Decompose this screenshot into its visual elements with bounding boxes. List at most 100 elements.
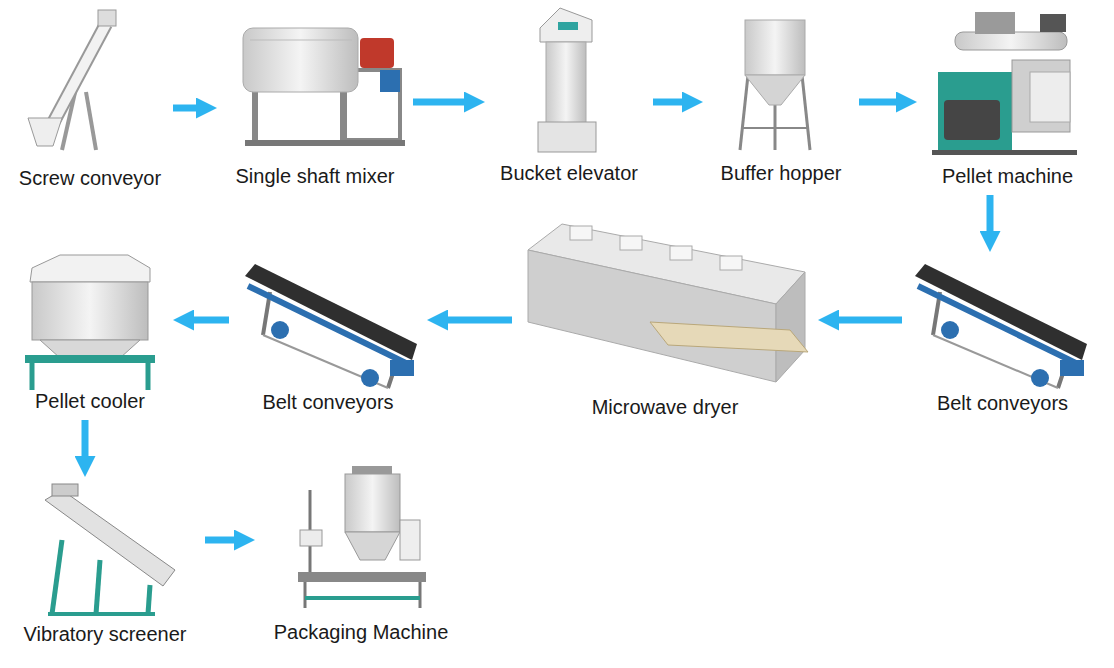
pellet-cooler-picture-part xyxy=(30,362,35,390)
packaging-machine-picture-part xyxy=(345,532,400,560)
machine-node: Buffer hopper xyxy=(706,5,856,189)
pellet-cooler-picture-part xyxy=(25,355,155,363)
vibratory-screener-picture xyxy=(45,484,175,614)
pellet-cooler-picture-part xyxy=(30,255,150,282)
packaging-machine-picture-part xyxy=(352,466,392,474)
flow-arrow xyxy=(859,99,896,106)
pellet-machine-picture-part xyxy=(955,32,1067,50)
belt-conveyor-picture-part xyxy=(245,264,417,388)
bucket-elevator-picture-part xyxy=(546,42,586,127)
vibratory-screener-picture-part xyxy=(52,484,78,496)
mixer-picture xyxy=(243,28,405,146)
machine-node: Belt conveyors xyxy=(905,255,1100,419)
screw-conveyor-picture-part xyxy=(98,10,116,26)
pellet-machine-picture-part xyxy=(1030,72,1070,122)
machine-label: Microwave dryer xyxy=(590,395,741,419)
machine-label: Screw conveyor xyxy=(17,166,163,190)
machine-label: Pellet cooler xyxy=(33,389,147,413)
microwave-dryer-picture-part xyxy=(720,256,742,270)
microwave-dryer-picture xyxy=(528,224,808,382)
machine-node: Pellet cooler xyxy=(10,250,170,417)
pellet-machine-picture-part xyxy=(932,150,1077,155)
machine-node: Single shaft mixer xyxy=(220,5,410,192)
mixer-picture-part xyxy=(360,38,394,68)
mixer-picture-part xyxy=(252,90,258,145)
belt-conveyor-picture xyxy=(245,264,417,388)
machine-label: Belt conveyors xyxy=(260,390,395,414)
machine-label: Single shaft mixer xyxy=(234,164,397,188)
vibratory-screener-picture-part xyxy=(48,612,155,616)
pellet-cooler-picture-part xyxy=(32,282,148,340)
buffer-hopper-picture-part xyxy=(802,75,810,150)
pellet-machine-picture-part xyxy=(1012,60,1070,132)
machine-label: Packaging Machine xyxy=(272,620,451,644)
packaging-machine-picture-part xyxy=(300,530,322,546)
mixer-picture-part xyxy=(250,40,352,41)
machine-label: Belt conveyors xyxy=(935,391,1070,415)
buffer-hopper-picture-part xyxy=(742,127,808,129)
bucket-elevator-picture-part xyxy=(538,122,596,152)
vibratory-screener-picture-part xyxy=(148,585,150,614)
packaging-machine-picture-part xyxy=(304,582,307,608)
machine-node: Packaging Machine xyxy=(258,458,464,648)
machine-label: Bucket elevator xyxy=(498,161,640,185)
packaging-machine-picture-part xyxy=(305,596,420,600)
screw-conveyor-picture xyxy=(28,10,116,150)
belt-conveyor-picture-part xyxy=(915,264,1087,388)
microwave-dryer-picture-part xyxy=(620,236,642,250)
bucket-elevator-picture xyxy=(538,8,596,152)
microwave-dryer-picture-part xyxy=(670,246,692,260)
buffer-hopper-picture-part xyxy=(740,75,748,150)
machine-label: Vibratory screener xyxy=(21,622,188,646)
screw-conveyor-picture-part xyxy=(86,92,96,150)
buffer-hopper-picture-part xyxy=(745,20,805,75)
flow-arrow xyxy=(839,317,902,324)
microwave-dryer-picture-part xyxy=(528,250,776,382)
pellet-machine-picture-part xyxy=(1040,14,1066,32)
machine-node: Bucket elevator xyxy=(488,5,650,189)
microwave-dryer-picture-part xyxy=(650,322,808,352)
flow-arrow xyxy=(987,195,994,231)
flow-arrow xyxy=(82,420,89,456)
mixer-picture-part xyxy=(245,140,405,146)
flow-arrow xyxy=(205,537,234,544)
flow-arrow xyxy=(173,105,196,112)
pellet-machine-picture-part xyxy=(938,72,1012,152)
machine-node: Belt conveyors xyxy=(232,255,424,418)
machine-label: Buffer hopper xyxy=(719,161,844,185)
belt-conveyor-picture xyxy=(915,264,1087,388)
machine-node: Microwave dryer xyxy=(515,205,815,423)
mixer-picture-part xyxy=(243,28,358,92)
buffer-hopper-picture xyxy=(740,20,810,150)
vibratory-screener-picture-part xyxy=(96,560,100,614)
flow-arrow xyxy=(448,317,512,324)
packaging-machine-picture-part xyxy=(298,572,426,582)
screw-conveyor-picture-part xyxy=(28,118,62,146)
pellet-cooler-picture-part xyxy=(146,362,151,390)
packaging-machine-picture-part xyxy=(400,520,420,560)
machine-node: Pellet machine xyxy=(920,5,1095,192)
vibratory-screener-picture-part xyxy=(45,490,175,586)
flow-arrow xyxy=(413,99,464,106)
packaging-machine-picture-part xyxy=(419,582,422,608)
flow-arrow xyxy=(194,317,229,324)
machine-node: Vibratory screener xyxy=(8,480,202,650)
pellet-machine-picture-part xyxy=(944,100,1000,140)
bucket-elevator-picture-part xyxy=(558,22,578,30)
microwave-dryer-picture-part xyxy=(570,226,592,240)
buffer-hopper-picture-part xyxy=(774,100,777,150)
pellet-machine-picture-part xyxy=(975,12,1015,34)
microwave-dryer-picture-part xyxy=(776,272,805,382)
mixer-picture-part xyxy=(380,70,400,92)
pellet-machine-picture xyxy=(932,12,1077,155)
packaging-machine-picture-part xyxy=(345,474,400,532)
buffer-hopper-picture-part xyxy=(745,75,805,105)
packaging-machine-picture xyxy=(298,466,426,608)
flow-arrow xyxy=(653,99,682,106)
vibratory-screener-picture-part xyxy=(52,540,62,614)
pellet-cooler-picture xyxy=(25,255,155,390)
bucket-elevator-picture-part xyxy=(540,8,592,42)
